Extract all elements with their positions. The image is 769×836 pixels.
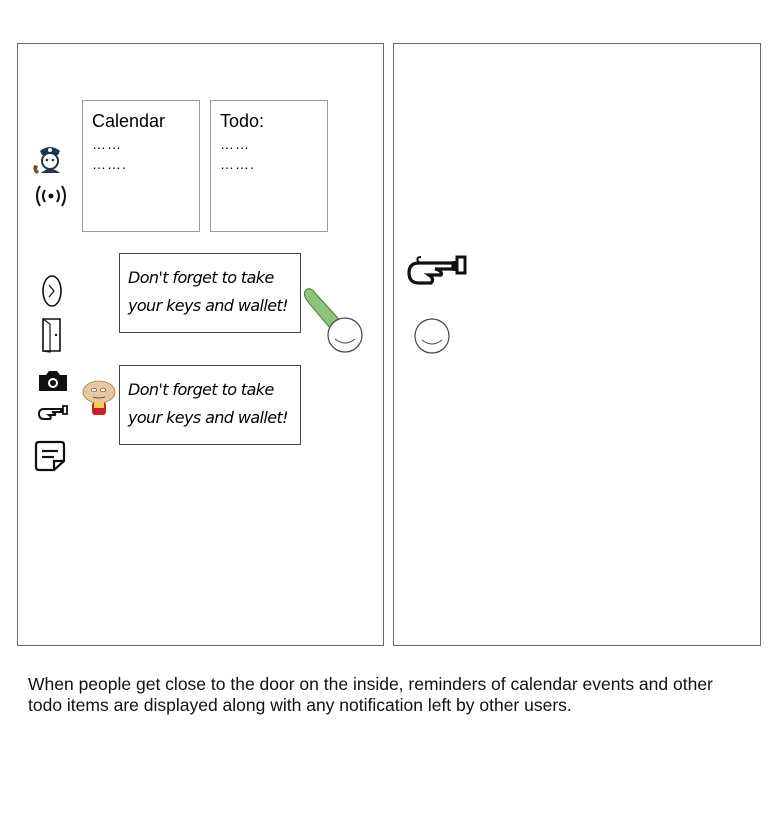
todo-line-1: …… [220, 136, 250, 152]
todo-title: Todo: [220, 111, 265, 131]
door-handle-lever-icon [303, 288, 363, 353]
reminder-note-1: Don't forget to take your keys and walle… [119, 253, 301, 333]
police-phone-icon [33, 147, 60, 174]
calendar-title: Calendar [92, 111, 166, 131]
doorbell-hand-icon [37, 405, 68, 420]
description-caption: When people get close to the door on the… [28, 674, 713, 715]
doorbell-hand-icon[interactable] [404, 253, 470, 293]
door-icon [42, 318, 61, 353]
calendar-card: Calendar …… ……. [82, 100, 200, 232]
door-handle-icon [42, 275, 62, 307]
note-icon [34, 440, 66, 472]
door-knob-icon[interactable] [412, 316, 452, 356]
cartoon-avatar-icon [82, 380, 116, 415]
todo-card: Todo: …… ……. [210, 100, 328, 232]
reminder-note-2: Don't forget to take your keys and walle… [119, 365, 301, 445]
door-inside-panel: Calendar …… ……. Todo: …… ……. Don't f [17, 43, 384, 646]
camera-icon [39, 371, 67, 391]
todo-line-2: ……. [220, 156, 255, 172]
wireless-signal-icon [36, 185, 66, 207]
door-outside-panel [393, 43, 761, 646]
calendar-line-2: ……. [92, 156, 127, 172]
calendar-line-1: …… [92, 136, 122, 152]
